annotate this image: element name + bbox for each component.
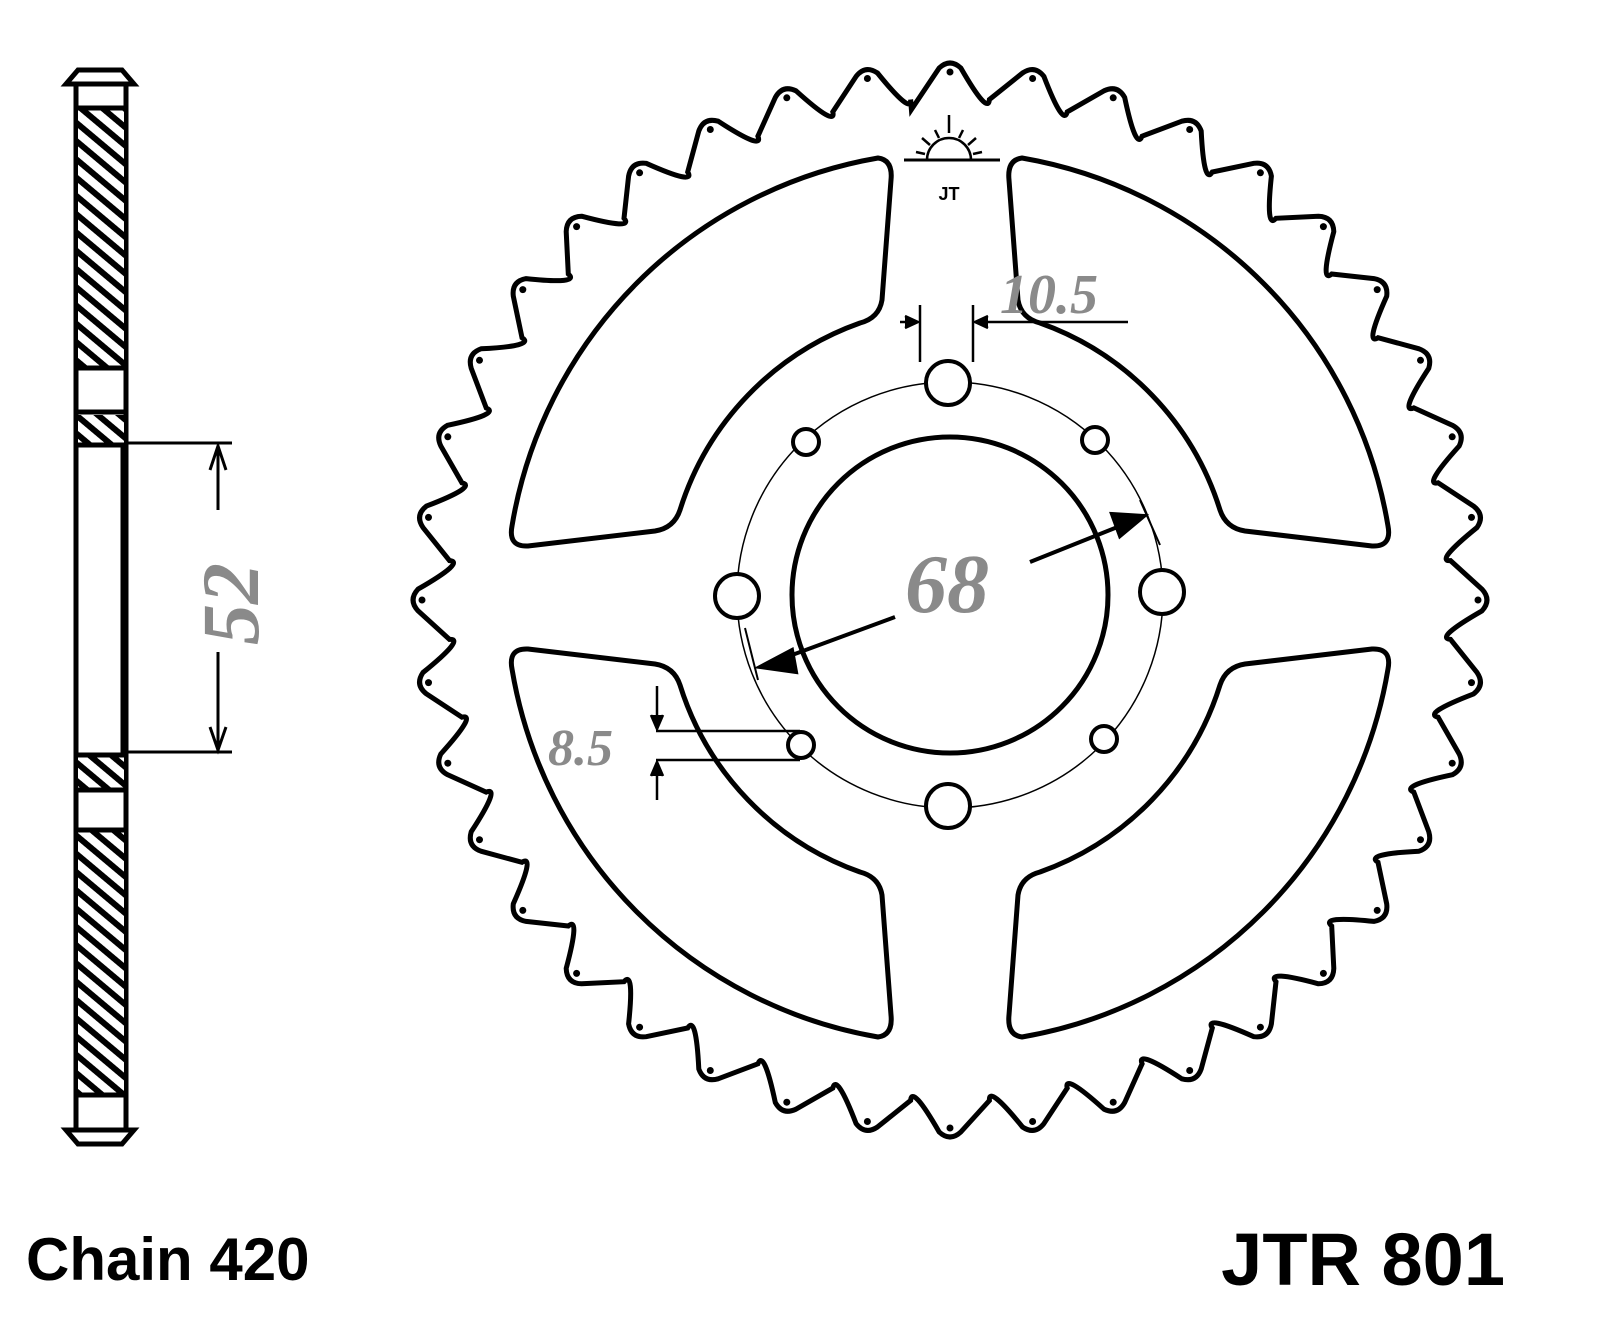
bolt-hole-small-dimension: 8.5 xyxy=(548,720,613,777)
tooth-tip-mark xyxy=(1186,126,1194,133)
tooth-tip-mark xyxy=(1029,75,1037,82)
chain-label: Chain 420 xyxy=(26,1226,309,1293)
hatch-section xyxy=(78,830,124,1095)
tooth-tip-marks xyxy=(418,68,1482,1132)
tooth-tip-mark xyxy=(1109,94,1117,102)
hatch-section xyxy=(78,755,124,790)
tooth-tip-mark xyxy=(706,1067,714,1074)
bolt-hole-small xyxy=(1080,425,1110,455)
tooth-tip-mark xyxy=(573,223,581,231)
tooth-tip-mark xyxy=(573,969,581,977)
sprocket-teeth-outline xyxy=(410,60,1490,1140)
dimension-8-5-lines xyxy=(649,686,800,800)
tooth-tip-mark xyxy=(425,679,432,687)
tooth-tip-mark xyxy=(1319,223,1327,231)
tooth-tip-mark xyxy=(1373,906,1381,914)
lightening-windows xyxy=(508,155,1388,1037)
tooth-tip-mark xyxy=(1468,679,1475,687)
jt-logo-text: JT xyxy=(938,184,959,204)
tooth-tip-mark xyxy=(863,1118,871,1125)
bolt-hole-small xyxy=(1089,724,1119,754)
tooth-tip-mark xyxy=(783,1098,791,1106)
tooth-tip-mark xyxy=(519,906,527,914)
tooth-tip-mark xyxy=(1186,1067,1194,1074)
center-bore xyxy=(789,434,1111,756)
tooth-tip-mark xyxy=(863,75,871,82)
part-number-label: JTR 801 xyxy=(1221,1218,1505,1301)
tooth-tip-mark xyxy=(425,513,432,521)
tooth-tip-mark xyxy=(476,356,483,364)
hatch-section xyxy=(78,415,124,445)
tooth-tip-mark xyxy=(418,596,426,604)
bolt-hole-small xyxy=(786,730,816,760)
jt-logo xyxy=(904,115,1000,162)
tooth-tip-mark xyxy=(1109,1098,1117,1106)
tooth-tip-mark xyxy=(519,286,527,294)
tooth-tip-mark xyxy=(1256,169,1264,177)
tooth-tip-mark xyxy=(946,68,954,76)
center-bore-dimension: 68 xyxy=(905,538,989,631)
tooth-tip-mark xyxy=(1474,596,1482,604)
tooth-tip-mark xyxy=(444,759,452,767)
tooth-tip-mark xyxy=(706,126,714,133)
tooth-tip-mark xyxy=(1417,356,1424,364)
side-view xyxy=(60,67,232,1147)
tooth-tip-mark xyxy=(1373,286,1381,294)
tooth-tip-mark xyxy=(444,433,452,441)
tooth-tip-mark xyxy=(1468,513,1475,521)
tooth-tip-mark xyxy=(1029,1118,1037,1125)
bolt-hole-small xyxy=(791,427,821,457)
tooth-tip-mark xyxy=(476,836,483,844)
tooth-tip-mark xyxy=(783,94,791,102)
tooth-tip-mark xyxy=(946,1124,954,1132)
tooth-tip-mark xyxy=(636,1023,644,1031)
bolt-hole-large-dimension: 10.5 xyxy=(1000,264,1098,326)
tooth-tip-mark xyxy=(1448,759,1456,767)
tooth-tip-mark xyxy=(1319,969,1327,977)
window-cutout xyxy=(508,155,894,549)
tooth-tip-mark xyxy=(636,169,644,177)
tooth-tip-mark xyxy=(1417,836,1424,844)
dimension-68-arrows xyxy=(744,499,1161,681)
bolt-hole-large xyxy=(924,359,972,407)
dimension-10-5-lines xyxy=(900,305,1128,362)
tooth-tip-mark xyxy=(1448,433,1456,441)
hatch-section xyxy=(78,108,124,368)
sprocket-front-view xyxy=(410,60,1490,1140)
tooth-tip-mark xyxy=(1256,1023,1264,1031)
bolt-hole-large xyxy=(1138,568,1186,616)
bolt-hole-large xyxy=(924,782,972,830)
hub-offset-dimension: 52 xyxy=(185,563,276,645)
bolt-hole-large xyxy=(713,572,761,620)
